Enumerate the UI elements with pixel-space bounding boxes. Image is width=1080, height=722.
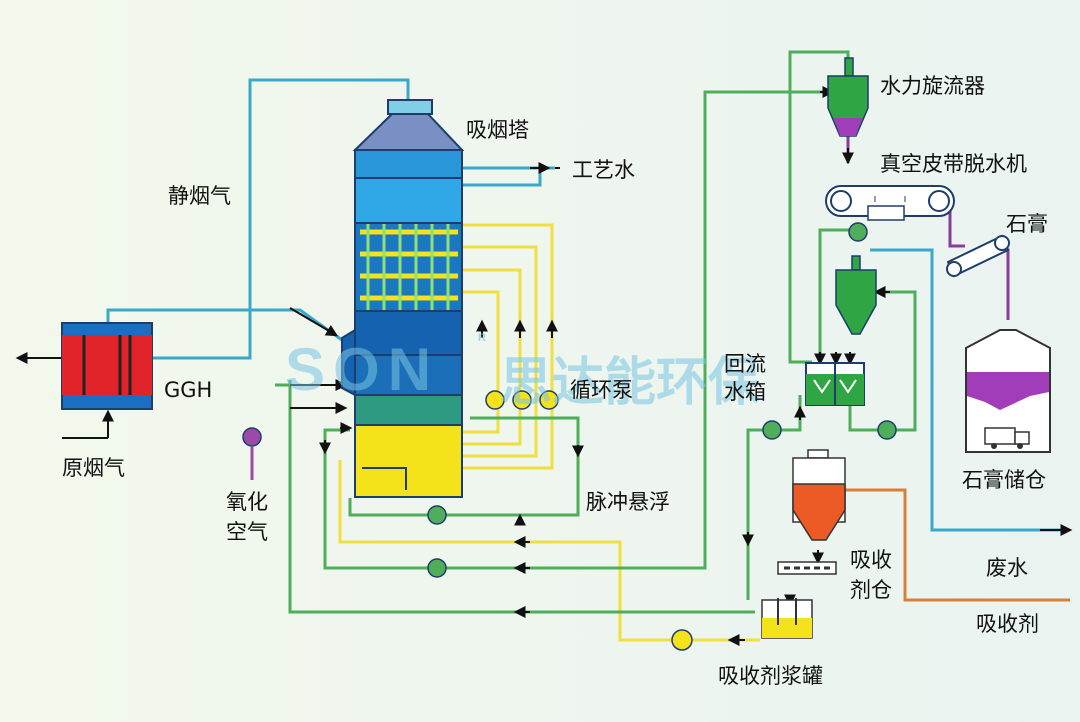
hydrocyclone — [827, 57, 869, 137]
return-tank-label-1: 回流 — [724, 352, 766, 376]
absorbent-line — [835, 488, 1070, 602]
wastewater-label: 废水 — [986, 556, 1028, 580]
secondary-cyclone — [835, 255, 877, 335]
absorbent-silo-label-1: 吸收 — [850, 548, 892, 572]
oxidation-air-label-1: 氧化 — [226, 490, 268, 514]
brand-watermark-registered: R — [478, 332, 486, 344]
pumps — [242, 222, 897, 651]
slurry-lines — [338, 223, 760, 642]
gypsum-silo-label: 石膏储仓 — [962, 468, 1046, 492]
raw-gas-label: 原烟气 — [62, 456, 125, 480]
ggh-label: GGH — [164, 378, 213, 402]
absorbent-silo-label-2: 剂仓 — [850, 578, 892, 602]
hydrocyclone-label: 水力旋流器 — [880, 74, 985, 98]
return-water-tank — [805, 362, 865, 406]
gypsum-label: 石膏 — [1006, 212, 1048, 236]
process-water-label: 工艺水 — [572, 158, 635, 182]
absorber-tower — [341, 99, 465, 498]
ggh-exchanger — [61, 322, 153, 410]
oxidation-air-label-2: 空气 — [226, 520, 268, 544]
slurry-tank-label: 吸收剂浆罐 — [718, 664, 823, 688]
arrows — [15, 86, 1073, 646]
gypsum-conveyor — [946, 234, 1010, 278]
vacuum-belt-filter — [825, 185, 955, 221]
return-tank-label-2: 水箱 — [724, 380, 766, 404]
clean-gas-label: 静烟气 — [168, 184, 231, 208]
absorbent-silo — [777, 449, 846, 575]
brand-watermark-cn: 思达能环保 — [500, 353, 761, 413]
brand-watermark: SON — [285, 336, 440, 403]
vacuum-belt-label: 真空皮带脱水机 — [880, 152, 1027, 176]
absorbent-label: 吸收剂 — [976, 612, 1039, 636]
absorbent-slurry-tank — [761, 598, 813, 639]
gypsum-silo — [965, 329, 1051, 453]
circulation-pump-label: 循环泵 — [570, 378, 633, 402]
pulse-suspension-label: 脉冲悬浮 — [586, 490, 670, 514]
absorber-label: 吸烟塔 — [466, 118, 529, 142]
